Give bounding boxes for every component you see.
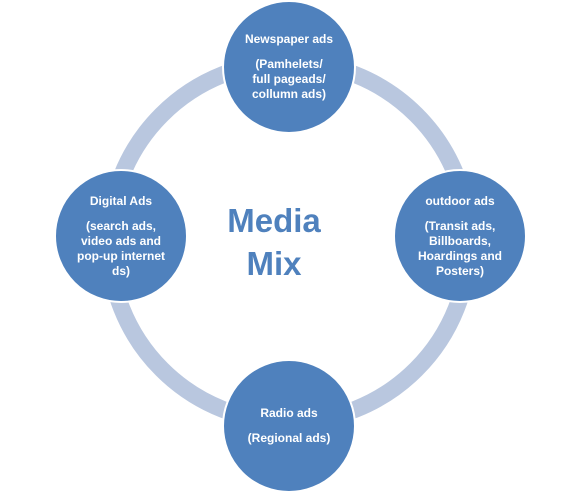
node-newspaper-ads: Newspaper ads (Pamhelets/ full pageads/ … (222, 0, 356, 134)
node-digital-ads: Digital Ads (search ads, video ads and p… (54, 169, 188, 303)
node-title: Digital Ads (89, 193, 153, 208)
node-outdoor-ads: outdoor ads (Transit ads, Billboards, Ho… (393, 169, 527, 303)
center-label-line1: Media (227, 202, 321, 239)
node-radio-ads: Radio ads (Regional ads) (222, 359, 356, 493)
node-title: Newspaper ads (244, 32, 334, 46)
node-title: outdoor ads (425, 193, 495, 208)
center-label: Media Mix (209, 196, 339, 288)
node-subtitle: (Transit ads, Billboards, Hoardings and … (417, 218, 502, 278)
node-subtitle: (Pamhelets/ full pageads/ collumn ads) (251, 57, 326, 101)
node-subtitle: (Regional ads) (247, 431, 331, 445)
node-subtitle: (search ads, video ads and pop-up intern… (77, 218, 165, 278)
node-title: Radio ads (260, 406, 318, 420)
center-label-line2: Mix (246, 245, 302, 282)
